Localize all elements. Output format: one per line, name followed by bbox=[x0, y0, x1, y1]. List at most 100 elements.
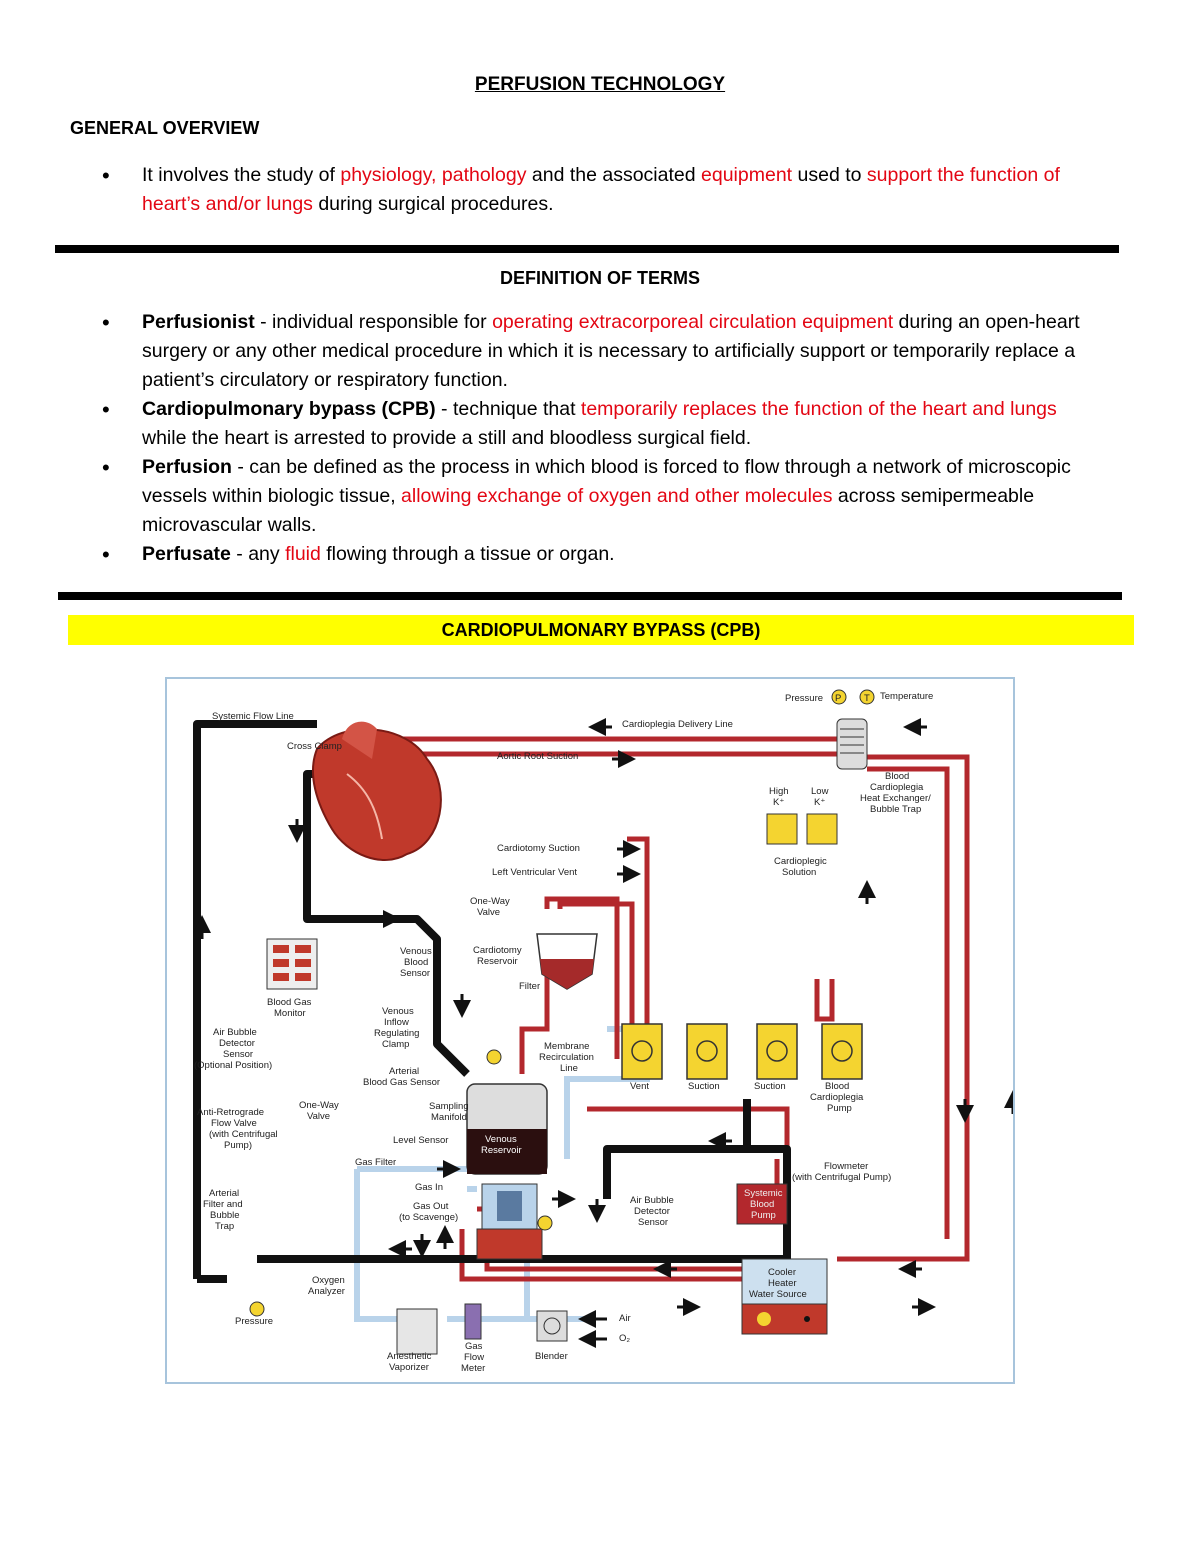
label-sbp: Blood bbox=[750, 1199, 774, 1210]
label-cooler: Water Source bbox=[749, 1289, 807, 1300]
label-membrane: Membrane bbox=[544, 1041, 589, 1052]
label-pressure: Pressure bbox=[785, 693, 823, 704]
label-cardioplegic: Cardioplegic bbox=[774, 856, 827, 867]
arterial-red-lines bbox=[337, 736, 970, 1282]
heat-exchanger-coil bbox=[836, 718, 868, 770]
list-item: Perfusionist - individual responsible fo… bbox=[100, 308, 1100, 395]
label-o2: O₂ bbox=[619, 1333, 630, 1344]
label-abgs: Arterial bbox=[389, 1066, 419, 1077]
label-level-sensor: Level Sensor bbox=[393, 1135, 448, 1146]
label-sbp: Systemic bbox=[744, 1188, 783, 1199]
cardioplegia-bags bbox=[766, 813, 838, 845]
label-anesthetic: Anesthetic bbox=[387, 1351, 432, 1362]
label-antiretro: Flow Valve bbox=[211, 1118, 257, 1129]
label-cardiotomy-reservoir: Reservoir bbox=[477, 956, 518, 967]
general-overview-list: It involves the study of physiology, pat… bbox=[100, 161, 1100, 219]
venous-reservoir bbox=[466, 1083, 548, 1175]
label-vic: Venous bbox=[382, 1006, 414, 1017]
roller-pumps bbox=[621, 1023, 863, 1080]
label-venous-reservoir: Venous bbox=[485, 1134, 517, 1145]
cpb-circuit-diagram: Systemic Flow Line Cross Clamp Cardiople… bbox=[165, 677, 1015, 1384]
label-one-way-2: Valve bbox=[307, 1111, 330, 1122]
cardiotomy-reservoir bbox=[536, 933, 598, 990]
label-bcp: Blood bbox=[825, 1081, 849, 1092]
list-item: Perfusate - any fluid flowing through a … bbox=[100, 540, 1100, 569]
gas-devices bbox=[396, 1303, 568, 1355]
label-vic: Inflow bbox=[384, 1017, 409, 1028]
pressure-temperature-badges: P T bbox=[249, 689, 875, 1317]
label-oxygen-analyzer: Analyzer bbox=[308, 1286, 345, 1297]
oxygenator bbox=[476, 1183, 543, 1260]
label-gas-out: (to Scavenge) bbox=[399, 1212, 458, 1223]
page-title: PERFUSION TECHNOLOGY bbox=[474, 74, 726, 95]
label-gas-in: Gas In bbox=[415, 1182, 443, 1193]
label-cardioplegia-delivery: Cardioplegia Delivery Line bbox=[622, 719, 733, 730]
label-sampling: Sampling bbox=[429, 1101, 469, 1112]
label-abgs: Blood Gas Sensor bbox=[363, 1077, 440, 1088]
list-item: It involves the study of physiology, pat… bbox=[100, 161, 1100, 219]
general-overview-heading: GENERAL OVERVIEW bbox=[70, 118, 260, 138]
label-lv-vent: Left Ventricular Vent bbox=[492, 867, 577, 878]
definitions-list: Perfusionist - individual responsible fo… bbox=[100, 308, 1100, 569]
label-one-way-2: One-Way bbox=[299, 1100, 339, 1111]
label-bcp: Pump bbox=[827, 1103, 852, 1114]
label-vent: Vent bbox=[630, 1081, 649, 1092]
label-cooler: Cooler bbox=[768, 1267, 796, 1278]
label-membrane: Recirculation bbox=[539, 1052, 594, 1063]
label-venous-sensor: Sensor bbox=[400, 968, 430, 979]
label-filter: Filter bbox=[519, 981, 540, 992]
flow-arrows bbox=[193, 718, 1013, 1348]
label-gfm: Gas bbox=[465, 1341, 483, 1352]
label-cardiotomy-reservoir: Cardiotomy bbox=[473, 945, 522, 956]
label-venous-sensor: Blood bbox=[404, 957, 428, 968]
venous-black-lines bbox=[193, 720, 791, 1283]
cpb-diagram-svg: Systemic Flow Line Cross Clamp Cardiople… bbox=[193, 689, 1013, 1374]
label-cardioplegic: Solution bbox=[782, 867, 816, 878]
label-antiretro: Anti-Retrograde bbox=[197, 1107, 264, 1118]
label-blender: Blender bbox=[535, 1351, 568, 1362]
cpb-banner: CARDIOPULMONARY BYPASS (CPB) bbox=[68, 615, 1134, 645]
label-vic: Clamp bbox=[382, 1039, 409, 1050]
label-cardiotomy-suction: Cardiotomy Suction bbox=[497, 843, 580, 854]
label-hx: Cardioplegia bbox=[870, 782, 924, 793]
label-art-filter: Trap bbox=[215, 1221, 234, 1232]
heart-illustration bbox=[311, 721, 442, 861]
label-abd: Sensor bbox=[223, 1049, 253, 1060]
label-pressure-bottom: Pressure bbox=[235, 1316, 273, 1327]
label-high-k: High bbox=[769, 786, 789, 797]
label-one-way: Valve bbox=[477, 907, 500, 918]
label-sbp: Pump bbox=[751, 1210, 776, 1221]
label-abd: (Optional Position) bbox=[194, 1060, 272, 1071]
label-low-k: Low bbox=[811, 786, 829, 797]
label-antiretro: (with Centrifugal bbox=[209, 1129, 278, 1140]
label-abd: Air Bubble bbox=[213, 1027, 257, 1038]
label-abd: Detector bbox=[219, 1038, 255, 1049]
label-gfm: Flow bbox=[464, 1352, 484, 1363]
label-membrane: Line bbox=[560, 1063, 578, 1074]
label-cooler: Heater bbox=[768, 1278, 797, 1289]
label-gas-filter: Gas Filter bbox=[355, 1157, 396, 1168]
label-low-k: K⁺ bbox=[814, 797, 825, 808]
t-badge: T bbox=[864, 693, 870, 704]
cooler-heater bbox=[741, 1258, 828, 1335]
p-badge: P bbox=[835, 693, 841, 704]
label-flowmeter: (with Centrifugal Pump) bbox=[792, 1172, 891, 1183]
label-abd2: Sensor bbox=[638, 1217, 668, 1228]
list-item: Cardiopulmonary bypass (CPB) - technique… bbox=[100, 395, 1100, 453]
label-anesthetic: Vaporizer bbox=[389, 1362, 429, 1373]
label-cross-clamp: Cross Clamp bbox=[287, 741, 342, 752]
label-temperature: Temperature bbox=[880, 691, 933, 702]
label-vic: Regulating bbox=[374, 1028, 419, 1039]
systemic-blood-pump bbox=[736, 1183, 788, 1225]
label-art-filter: Filter and bbox=[203, 1199, 243, 1210]
label-aortic-root-suction: Aortic Root Suction bbox=[497, 751, 578, 762]
label-bgm: Monitor bbox=[274, 1008, 306, 1019]
label-venous-sensor: Venous bbox=[400, 946, 432, 957]
label-sampling: Manifold bbox=[431, 1112, 467, 1123]
label-gfm: Meter bbox=[461, 1363, 485, 1374]
label-hx: Heat Exchanger/ bbox=[860, 793, 931, 804]
label-high-k: K⁺ bbox=[773, 797, 784, 808]
label-suction: Suction bbox=[688, 1081, 720, 1092]
label-venous-reservoir: Reservoir bbox=[481, 1145, 522, 1156]
label-systemic-flow-line: Systemic Flow Line bbox=[212, 711, 294, 722]
